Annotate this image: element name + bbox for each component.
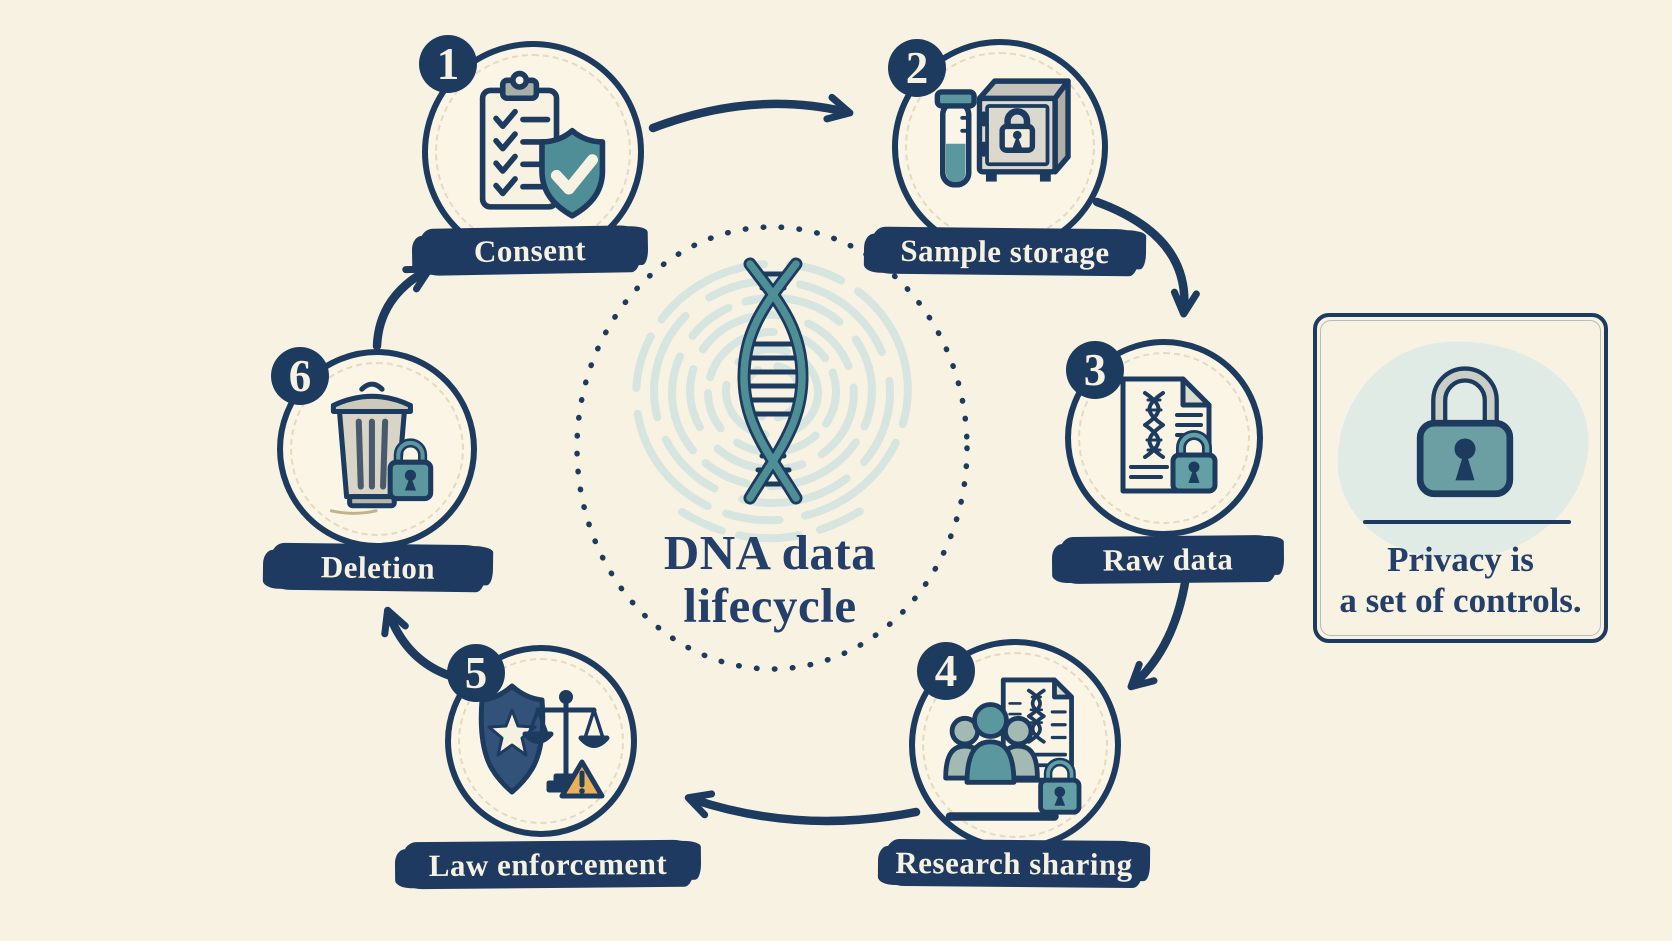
privacy-callout-box: Privacy is a set of controls. (1313, 313, 1608, 643)
stage-law-enforcement-label: Law enforcement (401, 839, 695, 890)
trash-can-lock-icon (329, 381, 434, 515)
stage-raw-data-number: 3 (1066, 341, 1124, 399)
diagram-title-line2: lifecycle (683, 578, 857, 633)
diagram-title: DNA data lifecycle (570, 526, 970, 632)
arrow-rawdata-to-research (1127, 565, 1192, 691)
stage-consent-label: Consent (418, 225, 642, 276)
stage-research-sharing-number: 4 (917, 642, 975, 700)
stage-consent-number: 1 (419, 35, 477, 93)
arrow-consent-to-storage (648, 93, 854, 133)
stage-deletion-circle (277, 349, 477, 549)
callout-text-line1: Privacy is (1387, 540, 1534, 579)
padlock-icon (1416, 366, 1514, 498)
arrow-research-to-law (684, 790, 921, 826)
stage-law-enforcement-number: 5 (447, 644, 505, 702)
stage-sample-storage-label: Sample storage (870, 226, 1140, 277)
stage-sample-storage-number: 2 (888, 39, 946, 97)
stage-deletion-label: Deletion (269, 542, 487, 593)
diagram-title-line1: DNA data (663, 525, 877, 580)
test-tube-safe-icon (934, 78, 1071, 188)
arrow-deletion-to-consent (372, 265, 433, 351)
callout-text: Privacy is a set of controls. (1317, 539, 1604, 621)
stage-raw-data-label: Raw data (1058, 534, 1278, 585)
callout-text-line2: a set of controls. (1339, 581, 1582, 620)
dna-document-lock-icon (1120, 376, 1218, 494)
stage-research-sharing-label: Research sharing (884, 838, 1144, 889)
stage-research-sharing-circle (909, 639, 1121, 851)
stage-deletion-number: 6 (271, 347, 329, 405)
stage-sample-storage-circle (892, 39, 1108, 255)
callout-divider (1363, 520, 1571, 524)
clipboard-shield-icon (479, 70, 606, 219)
people-document-lock-icon (943, 677, 1082, 821)
